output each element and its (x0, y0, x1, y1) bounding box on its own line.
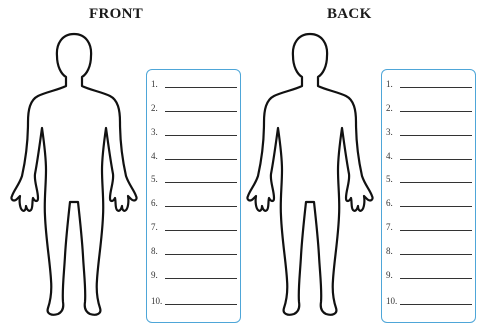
back-note-line-6[interactable]: 6. (386, 194, 472, 208)
line-number: 9. (151, 270, 158, 280)
back-note-line-2[interactable]: 2. (386, 99, 472, 113)
line-number: 6. (386, 198, 393, 208)
write-line (400, 111, 472, 112)
write-line (400, 254, 472, 255)
line-number: 4. (151, 151, 158, 161)
front-note-line-2[interactable]: 2. (151, 99, 237, 113)
line-number: 5. (151, 174, 158, 184)
write-line (400, 230, 472, 231)
back-title: BACK (327, 6, 372, 23)
write-line (400, 159, 472, 160)
write-line (400, 182, 472, 183)
line-number: 3. (151, 127, 158, 137)
line-number: 6. (151, 198, 158, 208)
line-number: 1. (151, 79, 158, 89)
back-note-line-10[interactable]: 10. (386, 292, 472, 306)
line-number: 8. (151, 246, 158, 256)
write-line (400, 206, 472, 207)
write-line (400, 304, 472, 305)
write-line (165, 87, 237, 88)
line-number: 7. (151, 222, 158, 232)
front-note-line-7[interactable]: 7. (151, 218, 237, 232)
write-line (165, 182, 237, 183)
front-note-line-5[interactable]: 5. (151, 170, 237, 184)
back-note-line-3[interactable]: 3. (386, 123, 472, 137)
back-note-line-4[interactable]: 4. (386, 147, 472, 161)
front-notes-box: 1. 2. 3. 4. 5. 6. 7. 8. 9. 10. (146, 69, 241, 323)
front-note-line-3[interactable]: 3. (151, 123, 237, 137)
line-number: 8. (386, 246, 393, 256)
line-number: 2. (386, 103, 393, 113)
back-note-line-9[interactable]: 9. (386, 266, 472, 280)
front-note-line-9[interactable]: 9. (151, 266, 237, 280)
write-line (165, 111, 237, 112)
line-number: 10. (151, 296, 162, 306)
write-line (400, 87, 472, 88)
line-number: 1. (386, 79, 393, 89)
write-line (165, 304, 237, 305)
back-body-outline (244, 30, 376, 331)
back-note-line-7[interactable]: 7. (386, 218, 472, 232)
write-line (165, 206, 237, 207)
front-body-outline (8, 30, 140, 331)
write-line (165, 159, 237, 160)
line-number: 2. (151, 103, 158, 113)
front-note-line-1[interactable]: 1. (151, 75, 237, 89)
front-title: FRONT (89, 6, 143, 23)
write-line (165, 135, 237, 136)
back-notes-box: 1. 2. 3. 4. 5. 6. 7. 8. 9. 10. (381, 69, 476, 323)
front-note-line-6[interactable]: 6. (151, 194, 237, 208)
back-note-line-8[interactable]: 8. (386, 242, 472, 256)
line-number: 5. (386, 174, 393, 184)
front-note-line-8[interactable]: 8. (151, 242, 237, 256)
front-note-line-4[interactable]: 4. (151, 147, 237, 161)
line-number: 3. (386, 127, 393, 137)
line-number: 4. (386, 151, 393, 161)
back-note-line-5[interactable]: 5. (386, 170, 472, 184)
back-note-line-1[interactable]: 1. (386, 75, 472, 89)
front-note-line-10[interactable]: 10. (151, 292, 237, 306)
line-number: 10. (386, 296, 397, 306)
line-number: 9. (386, 270, 393, 280)
write-line (165, 230, 237, 231)
write-line (165, 278, 237, 279)
line-number: 7. (386, 222, 393, 232)
write-line (400, 135, 472, 136)
write-line (165, 254, 237, 255)
write-line (400, 278, 472, 279)
